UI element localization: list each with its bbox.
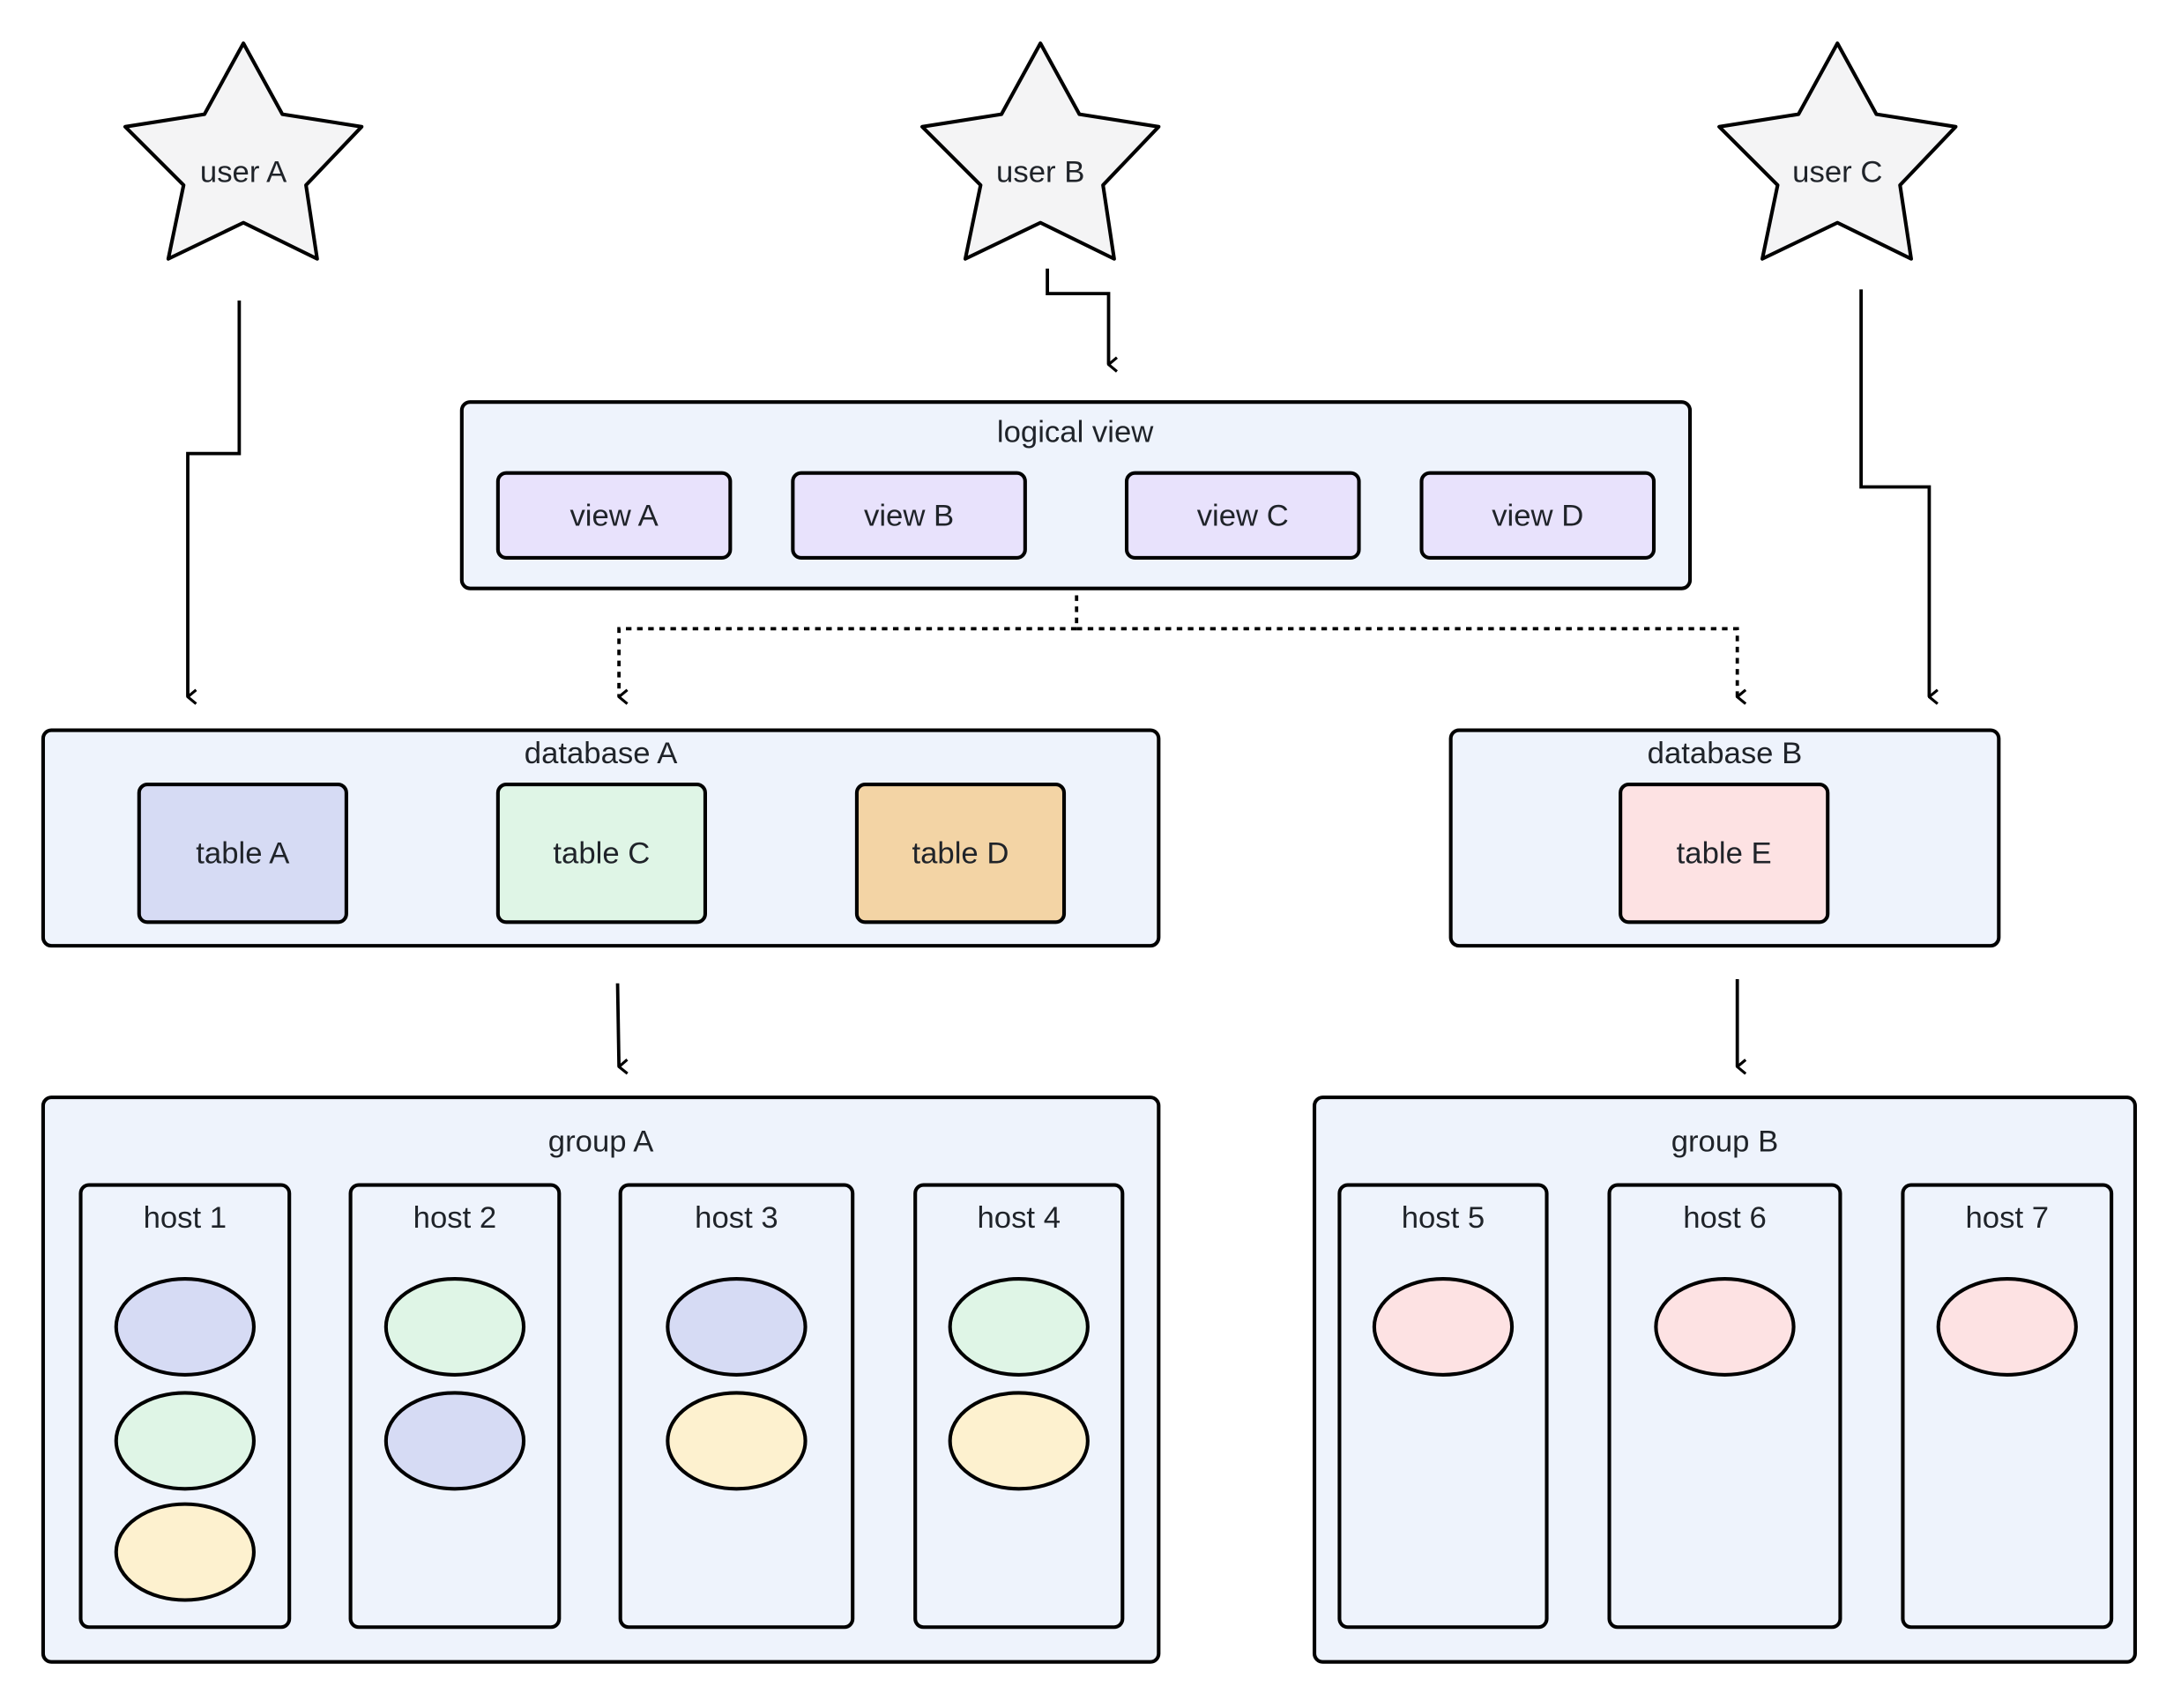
logical-view-box[interactable] (459, 400, 1693, 590)
user-a-node[interactable]: user A (123, 41, 364, 261)
replica-shard (666, 1391, 808, 1491)
host-node[interactable]: host 3 (618, 1183, 855, 1630)
group-b-container[interactable]: group B host 5 host 6 host 7 (1312, 1095, 2137, 1664)
host-label: host 5 (1402, 1201, 1485, 1235)
database-title: database B (1648, 737, 1803, 770)
view-box (1419, 471, 1656, 560)
host-box (1901, 1183, 2114, 1630)
edges-layer (186, 268, 1929, 1067)
view-label: view A (569, 499, 659, 532)
star-icon (123, 41, 364, 261)
database-b-container[interactable]: database B table E (1448, 728, 2001, 948)
table-label: table C (553, 837, 650, 871)
host-label: host 4 (977, 1201, 1061, 1235)
host-box (1337, 1183, 1549, 1630)
user-b-node[interactable]: user B (920, 41, 1161, 261)
database-title: database A (525, 737, 679, 770)
table-label: table A (196, 837, 290, 871)
table-label: table D (912, 837, 1009, 871)
replica-shard (114, 1276, 257, 1377)
group-a-container[interactable]: group A host 1 host 2 host 3 host 4 (41, 1095, 1161, 1664)
host-node[interactable]: host 6 (1607, 1183, 1842, 1630)
star-icon (1717, 41, 1958, 261)
table-node[interactable]: table C (495, 783, 707, 925)
view-label: view D (1492, 499, 1583, 532)
table-box (1619, 783, 1830, 925)
replica-shard (383, 1276, 526, 1377)
host-label: host 3 (695, 1201, 778, 1235)
users-layer: user A user B user C (123, 41, 1958, 261)
user-label: user A (200, 156, 287, 189)
edge-database-a-to-group-a (615, 983, 620, 1067)
table-label: table E (1677, 837, 1772, 871)
view-d-node[interactable]: view D (1419, 471, 1656, 560)
replica-shard (1654, 1276, 1796, 1377)
host-label: host 6 (1683, 1201, 1767, 1235)
host-label: host 2 (413, 1201, 497, 1235)
edge-logical-view-to-database-a (617, 595, 1079, 697)
view-label: view C (1197, 499, 1289, 532)
group-box (41, 1095, 1161, 1664)
replica-shard (948, 1391, 1090, 1491)
view-a-node[interactable]: view A (495, 471, 733, 560)
replica-shard (114, 1391, 257, 1491)
host-box (1607, 1183, 1842, 1630)
edge-logical-view-to-database-b (1076, 627, 1737, 696)
view-box (1124, 471, 1361, 560)
group-title: group B (1671, 1125, 1779, 1158)
host-label: host 1 (144, 1201, 227, 1235)
replica-shard (1936, 1276, 2078, 1377)
view-label: view B (864, 499, 954, 532)
table-box (137, 783, 348, 925)
host-node[interactable]: host 4 (913, 1183, 1125, 1630)
edge-user-a-to-database-a (186, 301, 242, 697)
logical-view-title: logical view (997, 416, 1154, 449)
table-node[interactable]: table D (854, 783, 1067, 925)
host-node[interactable]: host 5 (1337, 1183, 1549, 1630)
view-box (791, 471, 1027, 560)
host-node[interactable]: host 2 (348, 1183, 562, 1630)
view-box (495, 471, 733, 560)
replica-shard (1372, 1276, 1515, 1377)
star-icon (920, 41, 1161, 261)
table-node[interactable]: table E (1619, 783, 1830, 925)
host-label: host 7 (1966, 1201, 2050, 1235)
table-box (495, 783, 707, 925)
view-b-node[interactable]: view B (791, 471, 1027, 560)
user-label: user C (1792, 156, 1882, 189)
table-box (854, 783, 1067, 925)
replica-shard (383, 1391, 526, 1491)
replica-shard (666, 1276, 808, 1377)
view-c-node[interactable]: view C (1124, 471, 1361, 560)
edge-user-c-to-database-b (1859, 289, 1929, 696)
groups-layer: group A host 1 host 2 host 3 host 4 group B ho… (41, 1095, 2137, 1664)
host-node[interactable]: host 7 (1901, 1183, 2114, 1630)
user-label: user B (996, 156, 1084, 189)
database-a-container[interactable]: database A table A table C table D (41, 728, 1161, 948)
replica-shard (948, 1276, 1090, 1377)
user-c-node[interactable]: user C (1717, 41, 1958, 261)
table-node[interactable]: table A (137, 783, 348, 925)
logical-view-container[interactable]: logical view view A view B view C view D (459, 400, 1693, 590)
edge-user-b-to-logical-view (1046, 268, 1108, 365)
host-node[interactable]: host 1 (78, 1183, 292, 1630)
group-title: group A (548, 1125, 654, 1158)
replica-shard (114, 1502, 257, 1602)
